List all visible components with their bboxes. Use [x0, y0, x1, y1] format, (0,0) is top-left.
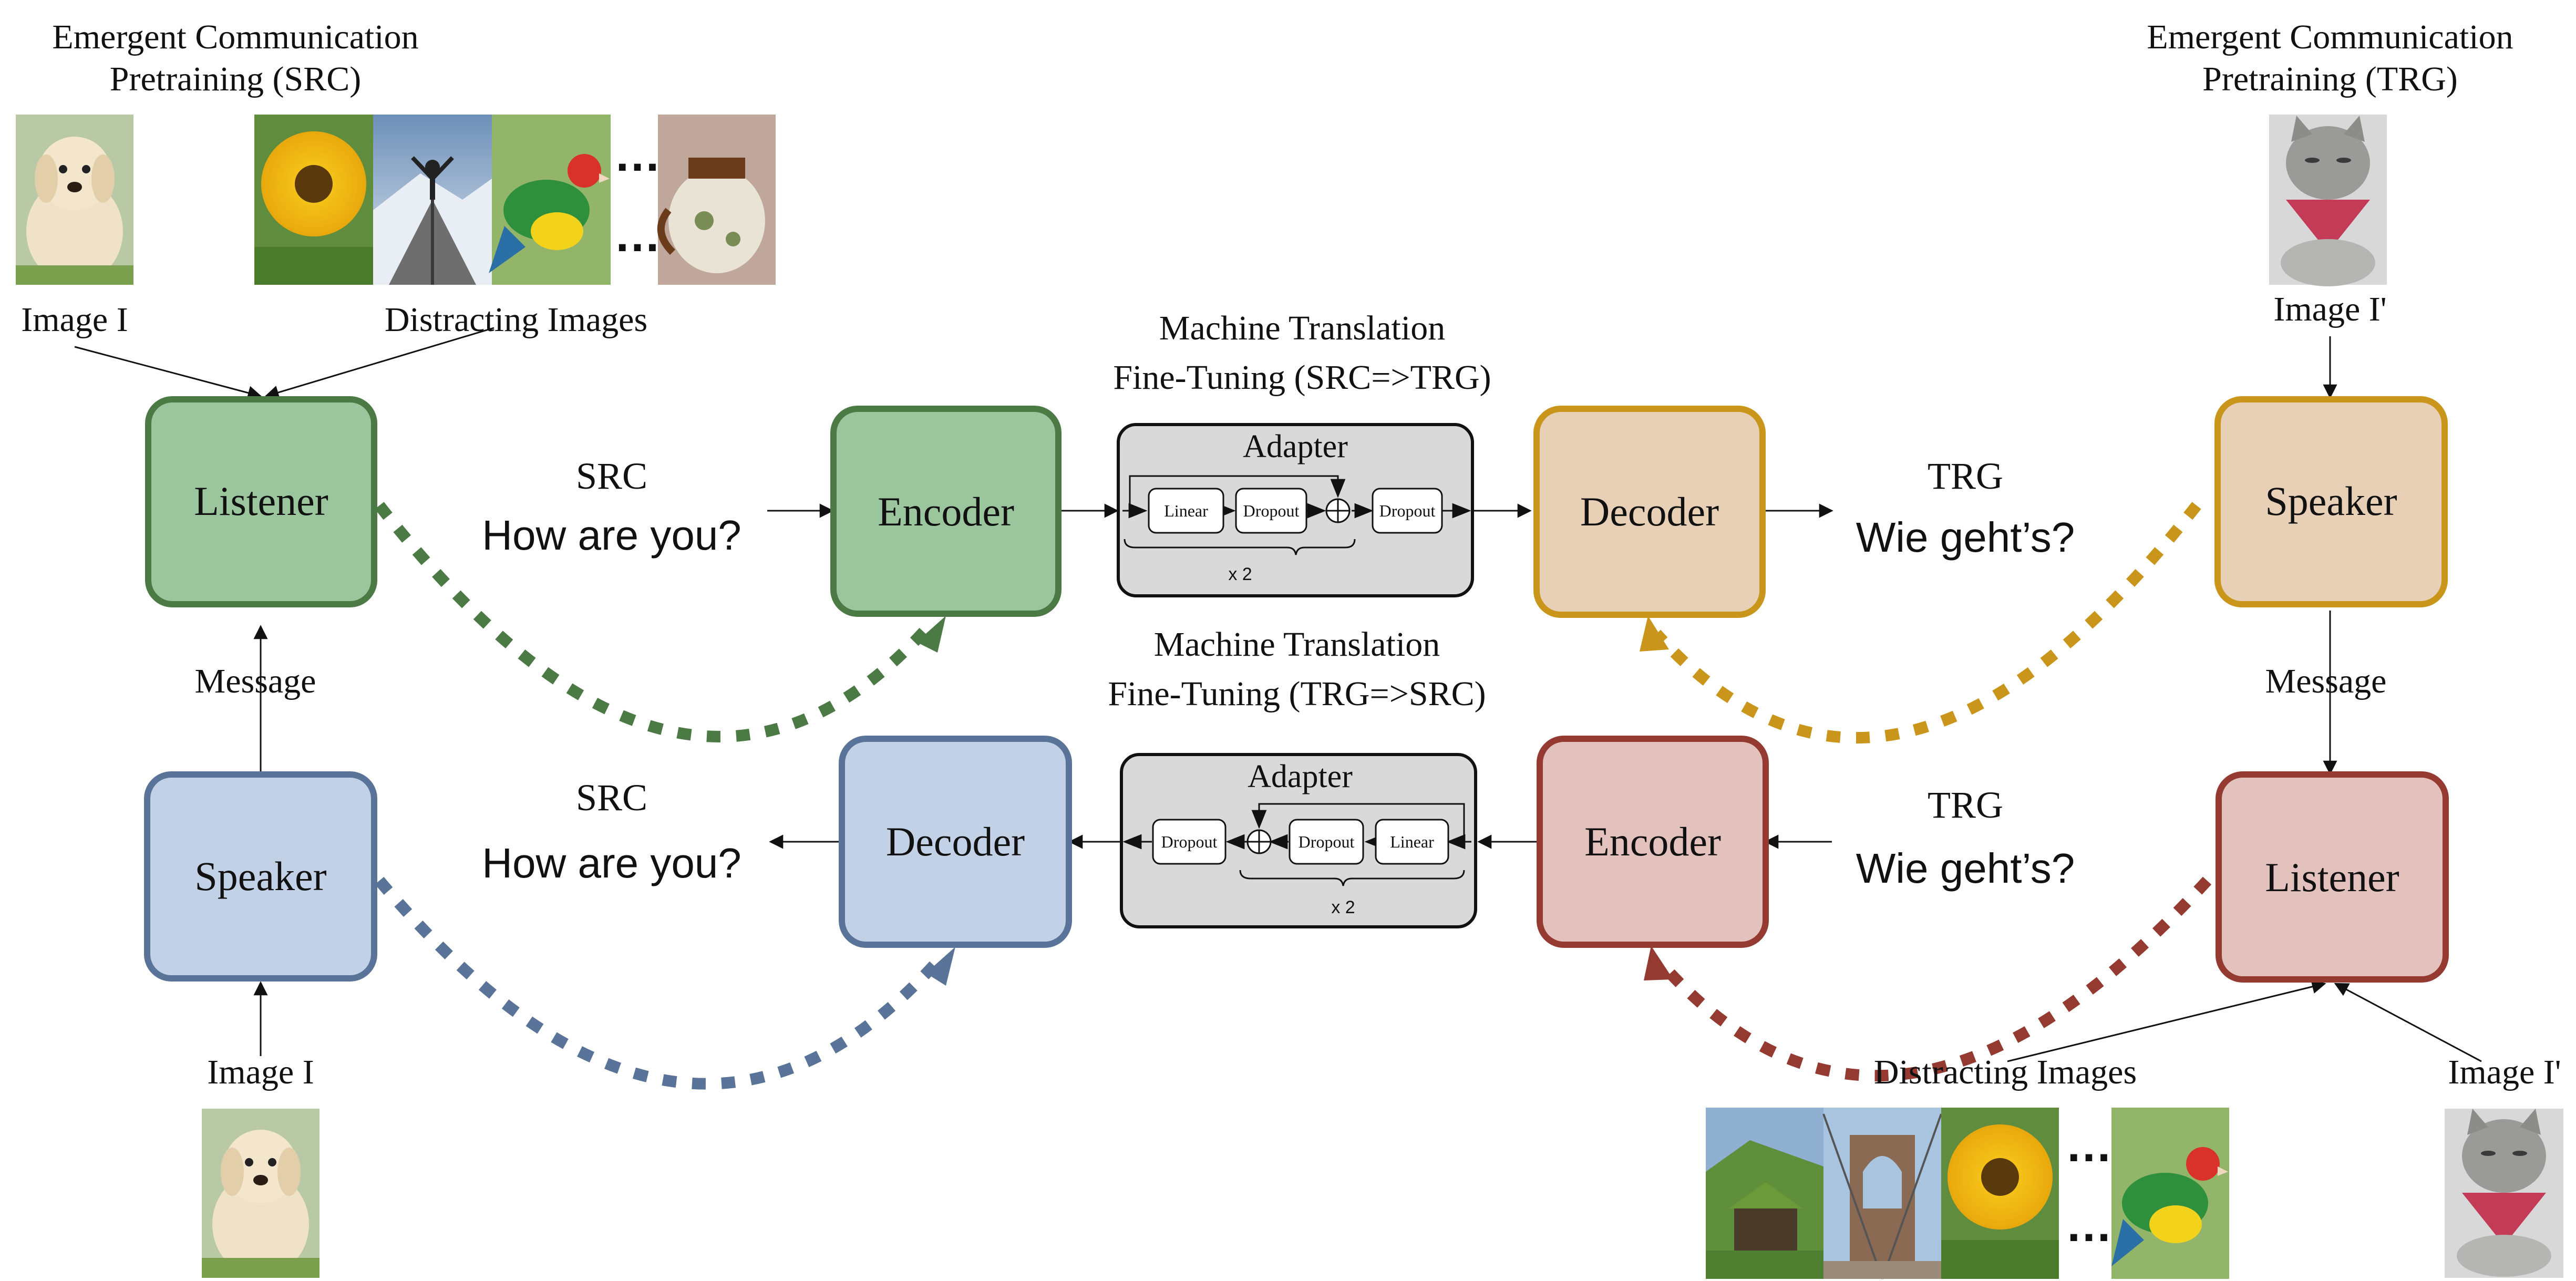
adapter-bottom-title: Adapter: [1248, 759, 1353, 794]
speaker-trg-box: Speaker: [2214, 396, 2448, 607]
src-top-sentence: How are you?: [482, 512, 741, 559]
message-label-right: Message: [2265, 662, 2387, 700]
image-cat-bottom: [2445, 1109, 2563, 1278]
decoder-trg-box: Decoder: [1533, 406, 1766, 618]
src-bottom-lang: SRC: [576, 777, 647, 819]
message-label-left: Message: [195, 662, 316, 700]
distracting-images-label-bottom: Distracting Images: [1874, 1053, 2137, 1091]
image-dog-top: [16, 115, 133, 285]
encoder-src-box: Encoder: [830, 406, 1062, 617]
adapter-top-repeat: x 2: [1228, 564, 1252, 584]
mt-top-line1: Machine Translation: [1159, 309, 1445, 347]
adapter-top-dropout-1: Dropout: [1243, 501, 1300, 520]
src-bottom-sentence: How are you?: [482, 840, 741, 886]
image-bird-top: [489, 115, 611, 285]
trg-top-lang: TRG: [1928, 455, 2003, 497]
image-sunflower-bottom: [1941, 1108, 2059, 1279]
ellipsis-bottom-2: …: [2065, 1199, 2113, 1252]
adapter-top-dropout-2: Dropout: [1379, 501, 1436, 520]
encoder-trg-label: Encoder: [1584, 819, 1721, 864]
adapter-bottom-dropout-2: Dropout: [1161, 832, 1218, 851]
listener-trg-label: Listener: [2265, 854, 2399, 900]
decoder-src-box: Decoder: [839, 736, 1072, 948]
speaker-src-box: Speaker: [144, 771, 377, 982]
image-bridge-bottom: [1822, 1108, 1942, 1279]
ellipsis-bottom-1: …: [2065, 1119, 2113, 1172]
encoder-trg-box: Encoder: [1537, 736, 1769, 948]
adapter-bottom-repeat: x 2: [1331, 897, 1355, 917]
dotted-arcs: [375, 502, 2212, 1090]
encoder-src-label: Encoder: [878, 489, 1014, 534]
image-i-label-bottom: Image I: [207, 1053, 314, 1091]
mt-bottom-line2: Fine-Tuning (TRG=>SRC): [1108, 675, 1486, 713]
speaker-src-label: Speaker: [194, 853, 326, 899]
image-sunflower-top: [254, 115, 373, 285]
arc-arrowheads: [916, 616, 1673, 986]
image-cat-top: [2269, 115, 2387, 286]
mt-bottom-line1: Machine Translation: [1154, 625, 1440, 664]
image-person-top: [373, 115, 492, 285]
image-dog-bottom: [202, 1109, 320, 1278]
image-bird-bottom: [2111, 1108, 2229, 1279]
ellipsis-top-2: …: [614, 209, 661, 262]
trg-bottom-sentence: Wie geht’s?: [1856, 845, 2075, 892]
image-i-prime-label-bottom: Image I': [2448, 1053, 2561, 1091]
connectors: [74, 327, 2482, 1062]
ellipsis-top-1: …: [614, 129, 661, 181]
adapter-top-linear: Linear: [1164, 501, 1208, 520]
adapter-bottom: Adapter Linear Dropout Dropout x 2: [1120, 753, 1477, 928]
ec-trg-title-line1: Emergent Communication: [2147, 18, 2513, 56]
adapter-top-title: Adapter: [1243, 429, 1348, 464]
src-top-lang: SRC: [576, 455, 647, 497]
listener-src-box: Listener: [145, 396, 377, 607]
decoder-src-label: Decoder: [886, 819, 1025, 864]
adapter-bottom-dropout-1: Dropout: [1299, 832, 1355, 851]
speaker-trg-label: Speaker: [2265, 478, 2397, 524]
listener-src-label: Listener: [194, 478, 328, 524]
image-i-prime-label-top: Image I': [2273, 290, 2386, 328]
trg-bottom-lang: TRG: [1928, 784, 2003, 826]
image-teapot-top: [657, 115, 776, 285]
listener-trg-box: Listener: [2216, 771, 2449, 983]
image-house-bottom: [1706, 1108, 1823, 1279]
image-i-label-top: Image I: [21, 301, 128, 339]
trg-top-sentence: Wie geht’s?: [1856, 514, 2075, 561]
distracting-images-label-top: Distracting Images: [385, 301, 647, 339]
ec-trg-title-line2: Pretraining (TRG): [2202, 60, 2458, 98]
decoder-trg-label: Decoder: [1580, 489, 1719, 534]
ec-src-title-line2: Pretraining (SRC): [110, 60, 361, 98]
ec-src-title-line1: Emergent Communication: [52, 18, 418, 56]
adapter-top: Adapter Linear Dropout Dropout x 2: [1117, 423, 1474, 597]
adapter-bottom-linear: Linear: [1390, 832, 1434, 851]
mt-top-line2: Fine-Tuning (SRC=>TRG): [1113, 358, 1491, 397]
